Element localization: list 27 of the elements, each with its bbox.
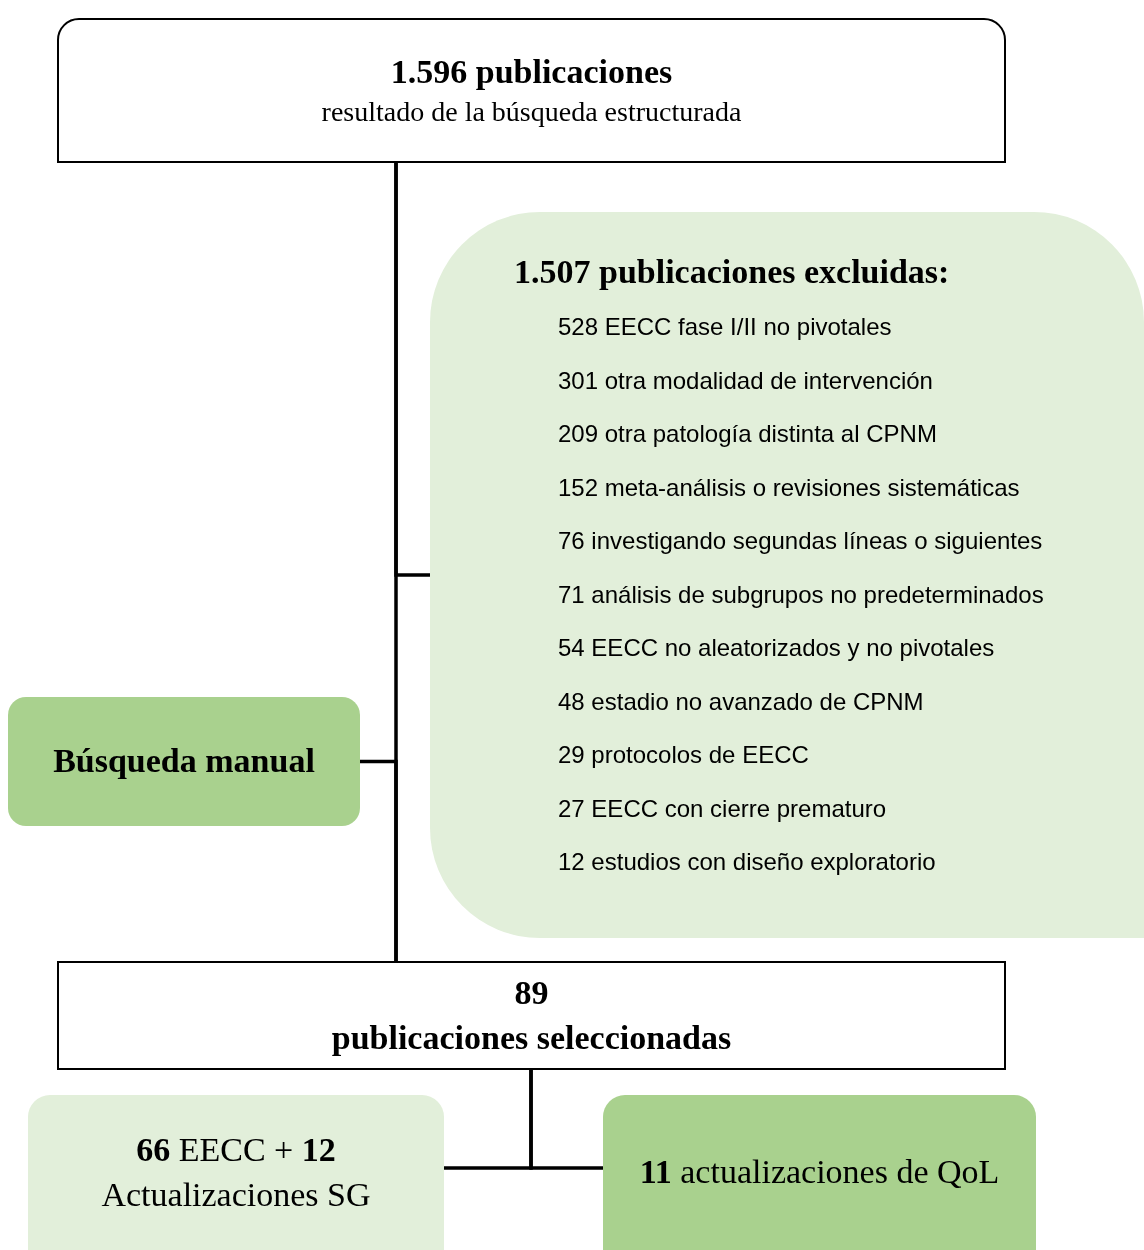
exclusion-panel <box>430 212 1144 938</box>
list-item: 48 estadio no avanzado de CPNM <box>558 686 924 716</box>
connector-line <box>360 759 398 961</box>
box-heading: 1.596 publicaciones <box>390 52 673 93</box>
list-item: 29 protocolos de EECC <box>558 740 809 769</box>
process-box <box>57 18 1006 163</box>
box-heading: 11 actualizaciones de QoL <box>639 1152 1000 1193</box>
box-heading: 89 <box>514 973 549 1014</box>
list-item: 301 otra modalidad de intervención <box>558 365 933 395</box>
connector-line <box>394 163 430 577</box>
list-item: 528 EECC fase I/II no pivotales <box>558 312 892 341</box>
box-text: resultado de la búsqueda estructurada <box>321 95 742 130</box>
process-box <box>57 961 1006 1070</box>
process-box <box>8 697 360 826</box>
box-text: publicaciones seleccionadas <box>331 1017 732 1058</box>
list-item: 27 EECC con cierre prematuro <box>558 793 887 823</box>
list-item: 152 meta-análisis o revisiones sistemáticas <box>558 472 1020 502</box>
process-box <box>603 1095 1036 1250</box>
box-heading: 66 EECC + 12 Actualizaciones SG <box>100 1130 372 1215</box>
list-item: 54 EECC no aleatorizados y no pivotales <box>558 633 995 662</box>
list-item: 209 otra patología distinta al CPNM <box>558 419 937 448</box>
box-heading: Búsqueda manual <box>53 741 315 782</box>
list-item: 12 estudios con diseño exploratorio <box>558 847 936 876</box>
connector-line <box>529 1070 603 1170</box>
process-box <box>28 1095 444 1250</box>
list-item: 71 análisis de subgrupos no predeterminados <box>558 579 1044 609</box>
list-item: 76 investigando segundas líneas o siguientes <box>558 526 1043 555</box>
